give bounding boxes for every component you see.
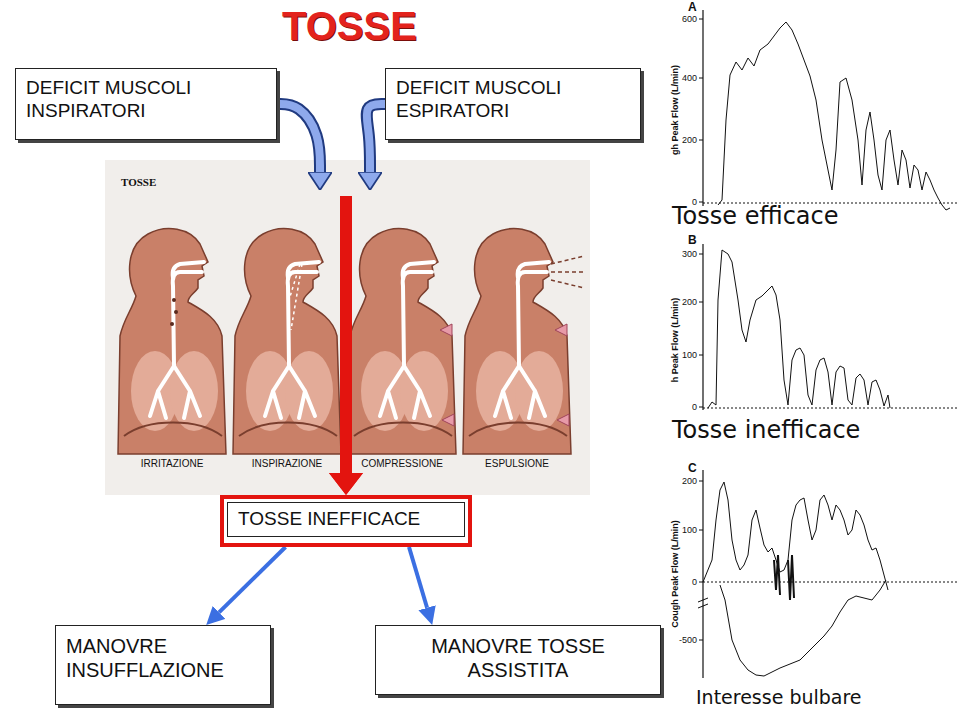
tick-label: 0 bbox=[692, 578, 697, 587]
tick-label: 100 bbox=[682, 351, 697, 360]
tick-label: 100 bbox=[682, 526, 697, 535]
tick-marks bbox=[699, 481, 703, 640]
cough-figure bbox=[348, 229, 456, 454]
tick-label: 200 bbox=[682, 136, 697, 145]
box-text: DEFICIT MUSCOLI ESPIRATORI bbox=[396, 77, 630, 123]
main-arrow bbox=[340, 196, 352, 473]
tick-label: 0 bbox=[692, 403, 697, 412]
arrow-outline bbox=[367, 104, 385, 172]
cause-box: DEFICIT MUSCOLI ESPIRATORI bbox=[385, 68, 641, 140]
tick-label: 200 bbox=[682, 477, 697, 486]
box-text: TOSSE INEFFICACE bbox=[227, 502, 465, 537]
box-text: MANOVRE INSUFFLAZIONE bbox=[66, 634, 260, 682]
trace-noise bbox=[774, 555, 794, 600]
tick-label: 600 bbox=[682, 15, 697, 24]
arrow-outline bbox=[277, 104, 320, 172]
connector bbox=[277, 104, 346, 473]
connector bbox=[346, 104, 385, 473]
tick-marks bbox=[699, 254, 703, 407]
action-box: MANOVRE TOSSE ASSISTITA bbox=[375, 625, 661, 695]
box-text: DEFICIT MUSCOLI INSPIRATORI bbox=[26, 77, 266, 123]
main-arrow bbox=[340, 196, 352, 473]
cough-figure bbox=[233, 229, 341, 454]
baseline bbox=[703, 408, 958, 409]
curved-arrow bbox=[367, 104, 385, 172]
connector bbox=[409, 547, 427, 608]
phase-label: ESPULSIONE bbox=[485, 459, 549, 469]
baseline bbox=[703, 582, 958, 583]
tick-label: 400 bbox=[682, 74, 697, 83]
axis-label: Cough Peak Flow (L/min) bbox=[671, 520, 680, 628]
axis-label: gh Peak Flow (L/min) bbox=[671, 65, 680, 155]
tick-label: 200 bbox=[682, 298, 697, 307]
chart-caption: Tosse inefficace bbox=[672, 418, 860, 442]
chart-b bbox=[699, 244, 958, 410]
axis bbox=[702, 244, 703, 410]
action-box: MANOVRE INSUFFLAZIONE bbox=[55, 625, 271, 705]
cause-box: DEFICIT MUSCOLI INSPIRATORI bbox=[15, 68, 277, 140]
tick-label: -500 bbox=[679, 636, 697, 645]
axis bbox=[702, 10, 703, 206]
phase-label: INSPIRAZIONE bbox=[252, 459, 323, 469]
axis-label: h Peak Flow (L/min) bbox=[671, 298, 680, 383]
chart-caption: Tosse efficace bbox=[672, 204, 839, 228]
cough-figure bbox=[463, 229, 571, 454]
chart-caption: Interesse bulbare bbox=[696, 688, 862, 707]
airflow-in bbox=[289, 264, 302, 330]
tick-label: 300 bbox=[682, 250, 697, 259]
irritation-dots bbox=[170, 298, 178, 326]
flow-trace bbox=[720, 580, 886, 676]
result-box: TOSSE INEFFICACE bbox=[220, 495, 472, 547]
arrow-line bbox=[409, 547, 427, 608]
flow-trace bbox=[703, 482, 888, 590]
phase-label: IRRITAZIONE bbox=[141, 459, 204, 469]
title: TOSSE bbox=[282, 6, 417, 46]
flow-trace bbox=[708, 250, 890, 408]
arrow-line bbox=[219, 547, 285, 612]
curved-arrow bbox=[277, 104, 320, 172]
box-text: MANOVRE TOSSE ASSISTITA bbox=[386, 634, 650, 682]
axis-break bbox=[698, 598, 708, 608]
illustration-title: TOSSE bbox=[121, 177, 156, 188]
panel-letter: C bbox=[688, 462, 697, 474]
connector bbox=[219, 547, 285, 612]
flow-trace bbox=[718, 22, 950, 210]
tick-marks bbox=[699, 19, 703, 202]
illustration-ground bbox=[105, 160, 590, 495]
chart-a bbox=[699, 10, 958, 210]
phase-label: COMPRESSIONE bbox=[361, 459, 443, 469]
compression-arrows bbox=[440, 324, 569, 426]
chart-c bbox=[698, 470, 958, 678]
axis bbox=[702, 470, 703, 678]
expulsion-lines bbox=[551, 256, 584, 288]
panel-letter: B bbox=[688, 234, 697, 246]
cough-figure bbox=[118, 229, 226, 454]
panel-letter: A bbox=[688, 1, 697, 13]
